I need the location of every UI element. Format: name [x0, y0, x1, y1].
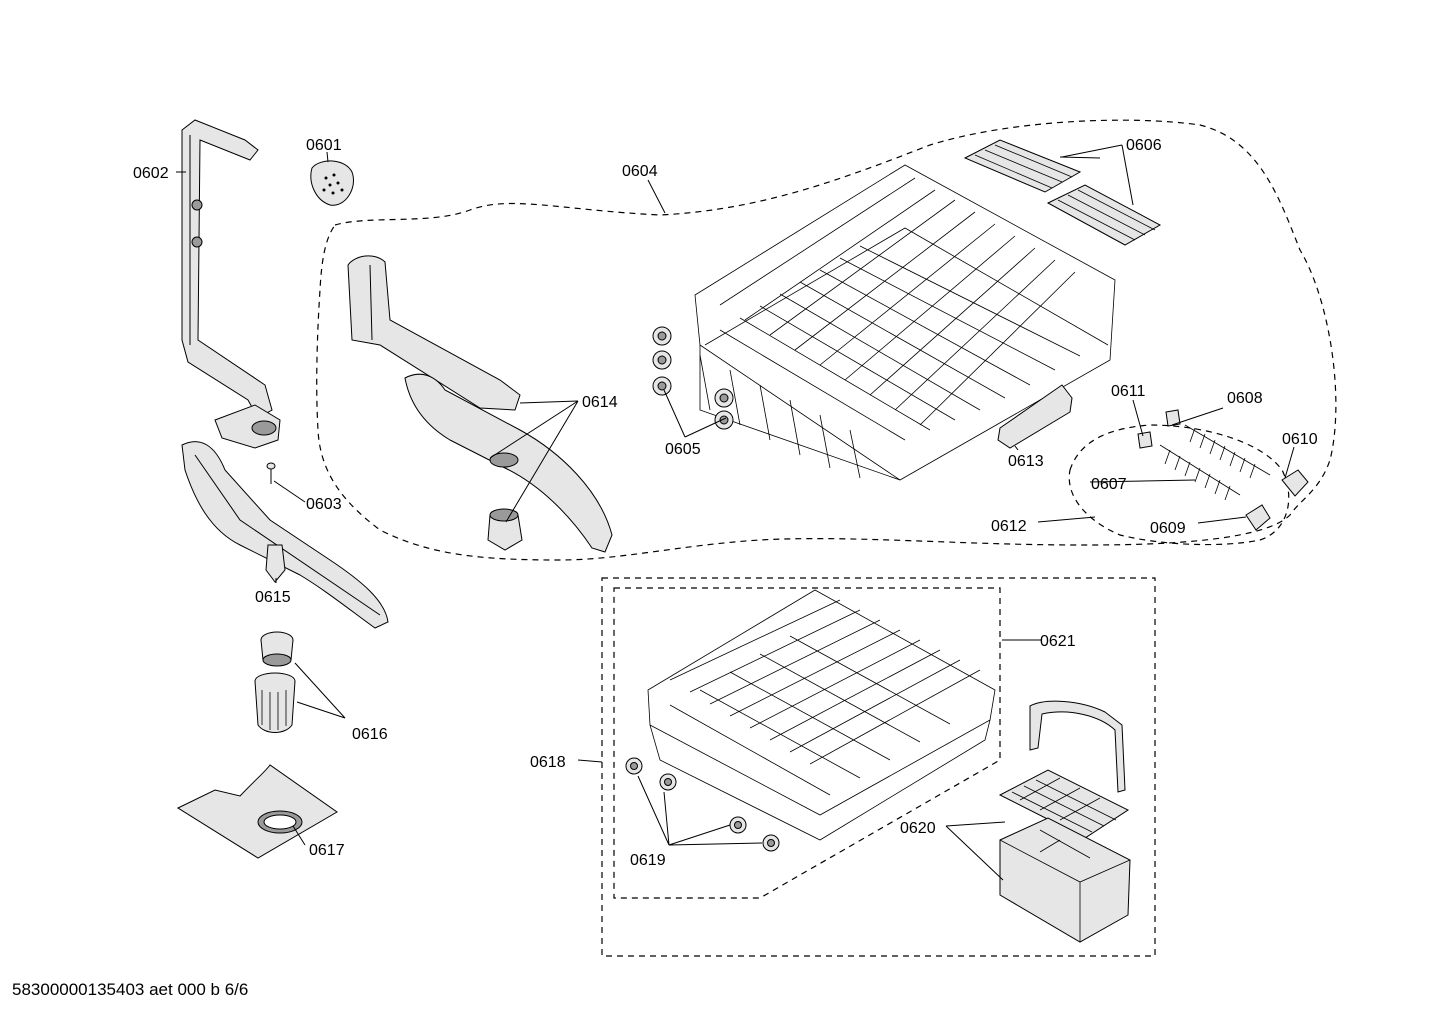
basket-handle-part	[997, 384, 1073, 449]
callout-0614: 0614	[582, 394, 618, 411]
filter-part	[254, 631, 296, 733]
callout-0616: 0616	[352, 726, 388, 743]
callout-0619: 0619	[630, 852, 666, 869]
document-code: 58300000135403 aet 000 b 6/6	[12, 980, 249, 999]
lower-basket-group-outline	[601, 577, 1156, 957]
spray-nozzle-cap-part	[310, 160, 354, 206]
cutlery-basket-part	[998, 700, 1131, 943]
callout-0611: 0611	[1111, 383, 1146, 400]
supply-pipe-part	[181, 119, 281, 449]
rack-adjuster-group-outline	[1068, 424, 1290, 546]
callout-0605: 0605	[665, 441, 701, 458]
callout-0608: 0608	[1227, 390, 1263, 407]
lower-spray-arm-part	[181, 441, 389, 629]
callout-0607: 0607	[1091, 476, 1127, 493]
callout-0612: 0612	[991, 518, 1027, 535]
leader-lines	[176, 144, 1295, 881]
upper-spray-arm-part	[347, 255, 613, 553]
lower-basket-part	[647, 589, 996, 841]
upper-basket-wheels-part	[652, 326, 734, 430]
filter-plate-part	[176, 764, 338, 859]
screw-part	[266, 462, 276, 484]
rack-adjuster-parts	[1137, 409, 1309, 531]
callout-0617: 0617	[309, 842, 345, 859]
upper-basket-part	[694, 164, 1116, 481]
upper-basket-group-outline	[316, 119, 1337, 561]
callout-0603: 0603	[306, 496, 342, 513]
callout-0602: 0602	[133, 165, 169, 182]
lower-basket-wheels-part	[625, 757, 780, 852]
cup-shelf-part	[963, 139, 1162, 246]
callout-0615: 0615	[255, 589, 291, 606]
callout-0613: 0613	[1008, 453, 1044, 470]
callout-0610: 0610	[1282, 431, 1318, 448]
callout-0621: 0621	[1040, 633, 1076, 650]
callout-0601: 0601	[306, 137, 342, 154]
callout-0609: 0609	[1150, 520, 1186, 537]
callout-0606: 0606	[1126, 137, 1162, 154]
callout-0604: 0604	[622, 163, 658, 180]
lower-basket-inner-outline	[613, 587, 1001, 899]
callout-0620: 0620	[900, 820, 936, 837]
callout-0618: 0618	[530, 754, 566, 771]
